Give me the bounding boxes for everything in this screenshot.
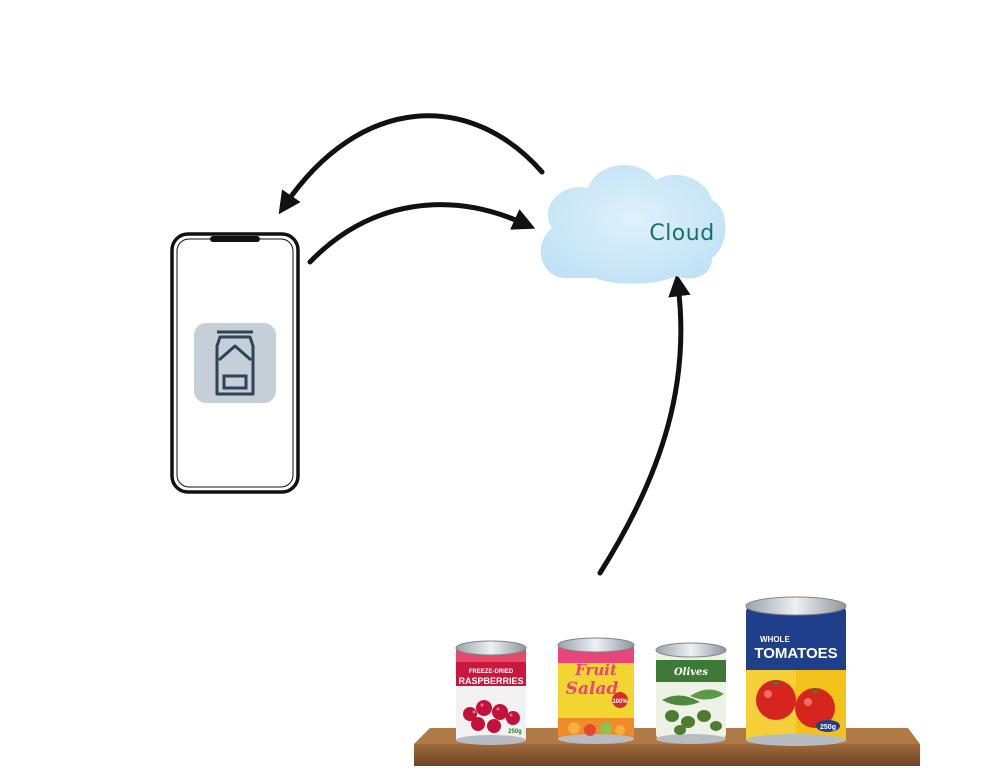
can-fruit-salad-line2: Salad [566, 679, 619, 699]
can-raspberries-line2: RASPBERRIES [458, 676, 523, 686]
arrow-phone-to-cloud [307, 202, 536, 265]
pantry-app-icon [194, 323, 276, 403]
can-fruit-salad-line1: Fruit [574, 661, 617, 679]
cloud-label: Cloud [649, 221, 714, 246]
can-tomatoes-weight: 250g [820, 724, 836, 731]
can-icon: Olives [655, 642, 727, 744]
can-icon: FREEZE-DRIED RASPBERRIES 250g [455, 640, 527, 745]
can-olives-label: Olives [674, 667, 708, 678]
can-raspberries-weight: 250g [508, 729, 522, 735]
can-icon: WHOLE TOMATOES 250g [745, 596, 847, 746]
arrow-cans-to-cloud [597, 273, 691, 576]
can-tomatoes-line2: TOMATOES [754, 645, 837, 662]
phone-icon [170, 232, 300, 494]
can-tomatoes-line1: WHOLE [760, 635, 790, 644]
can-raspberries-line1: FREEZE-DRIED [469, 669, 514, 675]
can-icon: Fruit Salad 100% [557, 637, 635, 744]
cloud-icon: Cloud [540, 165, 726, 284]
can-fruit-salad-badge: 100% [612, 699, 628, 705]
arrow-cloud-to-phone [278, 113, 545, 215]
